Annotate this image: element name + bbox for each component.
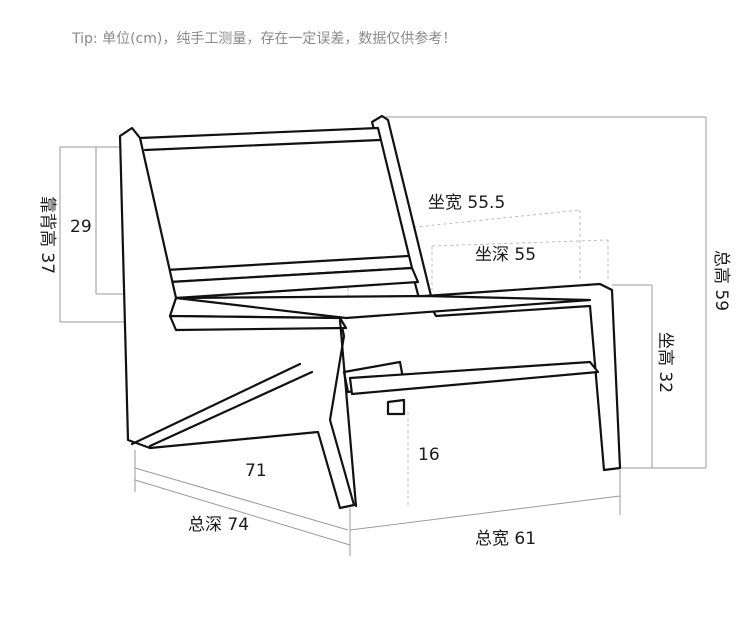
total-height-dimension (385, 116, 707, 469)
seat-depth-label: 坐深 55 (475, 245, 536, 265)
total-depth-dimension (134, 479, 351, 546)
side-length-dimension (134, 450, 349, 531)
tip-text: Tip: 单位(cm)，纯手工测量，存在一定误差，数据仅供参考！ (72, 31, 457, 47)
side-length-label: 71 (245, 461, 267, 481)
backrest-inner-label: 29 (70, 217, 92, 237)
chair (118, 114, 622, 510)
seat-width-label: 坐宽 55.5 (428, 193, 505, 213)
seat-depth-dimension (431, 239, 609, 290)
clearance-label: 16 (418, 445, 440, 465)
total-width-label: 总宽 61 (475, 529, 536, 549)
backrest-height-label: 靠背高 37 (37, 196, 57, 274)
total-width-dimension (349, 470, 621, 556)
total-depth-label: 总深 74 (188, 515, 249, 535)
seat-height-label: 坐高 32 (655, 332, 675, 393)
total-height-label: 总高 59 (711, 250, 731, 311)
seat-height-dimension (612, 284, 653, 468)
